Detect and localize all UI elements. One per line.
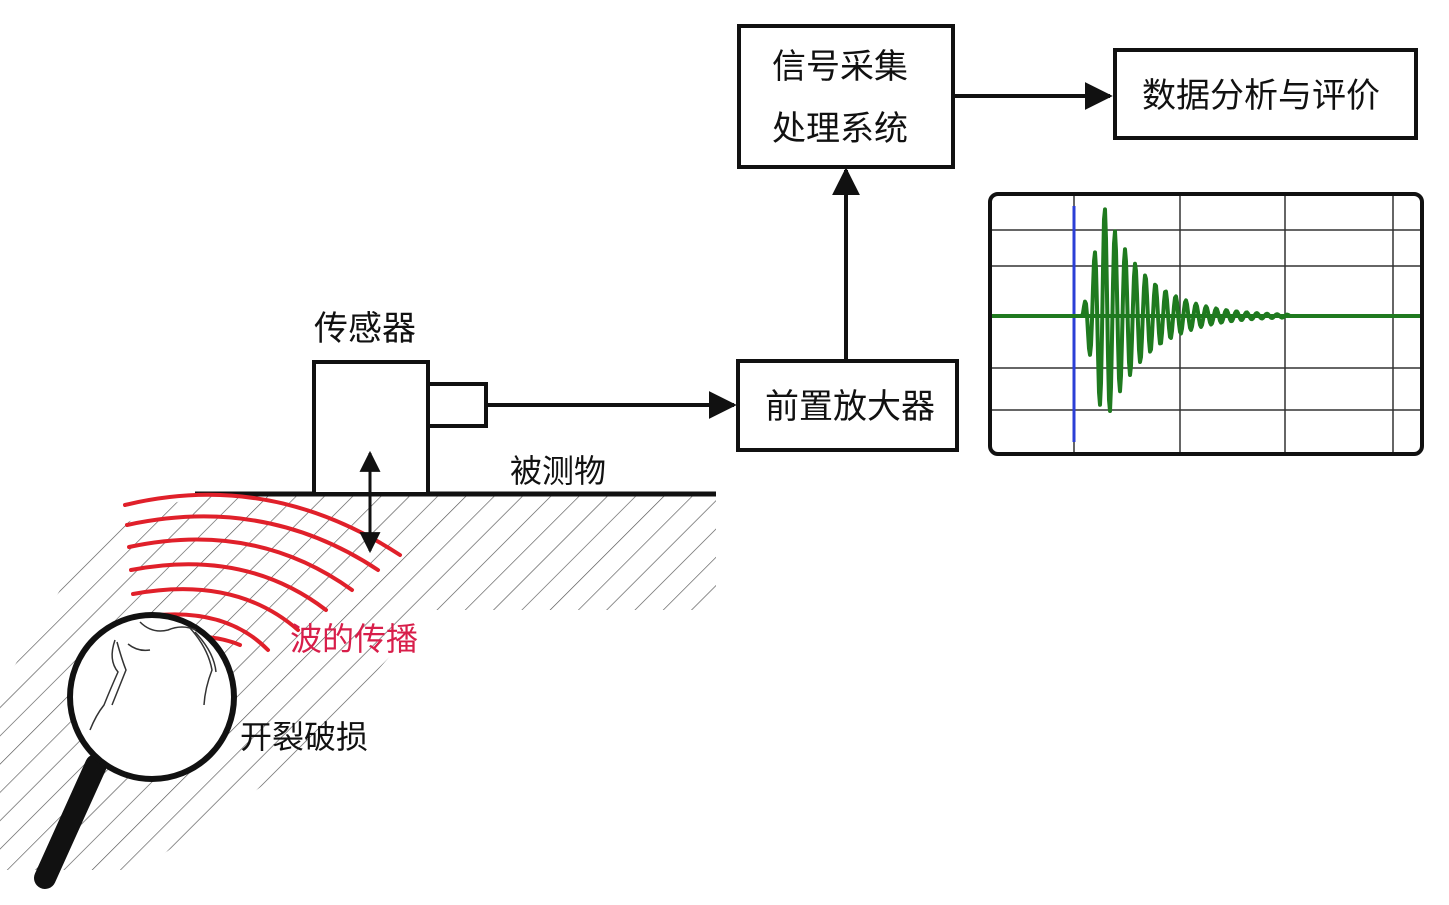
waveform-display [988, 192, 1424, 456]
acquisition-label-line2: 处理系统 [772, 109, 908, 149]
acquisition-label-line1: 信号采集 [772, 47, 908, 87]
test-object-label: 被测物 [510, 452, 606, 490]
sensor-connector [426, 382, 488, 428]
magnifier-handle [34, 754, 107, 889]
wave-label: 波的传播 [290, 620, 418, 658]
preamp-label: 前置放大器 [765, 387, 935, 427]
crack-label: 开裂破损 [240, 718, 368, 756]
waveform-frame [988, 192, 1424, 456]
analysis-label: 数据分析与评价 [1142, 76, 1380, 116]
analysis-box [1113, 48, 1418, 140]
magnifier-lens [67, 612, 237, 782]
sensor-label: 传感器 [314, 309, 416, 349]
magnifier-icon [34, 612, 237, 889]
preamp-box [736, 359, 959, 452]
crack-lines [89, 621, 217, 731]
